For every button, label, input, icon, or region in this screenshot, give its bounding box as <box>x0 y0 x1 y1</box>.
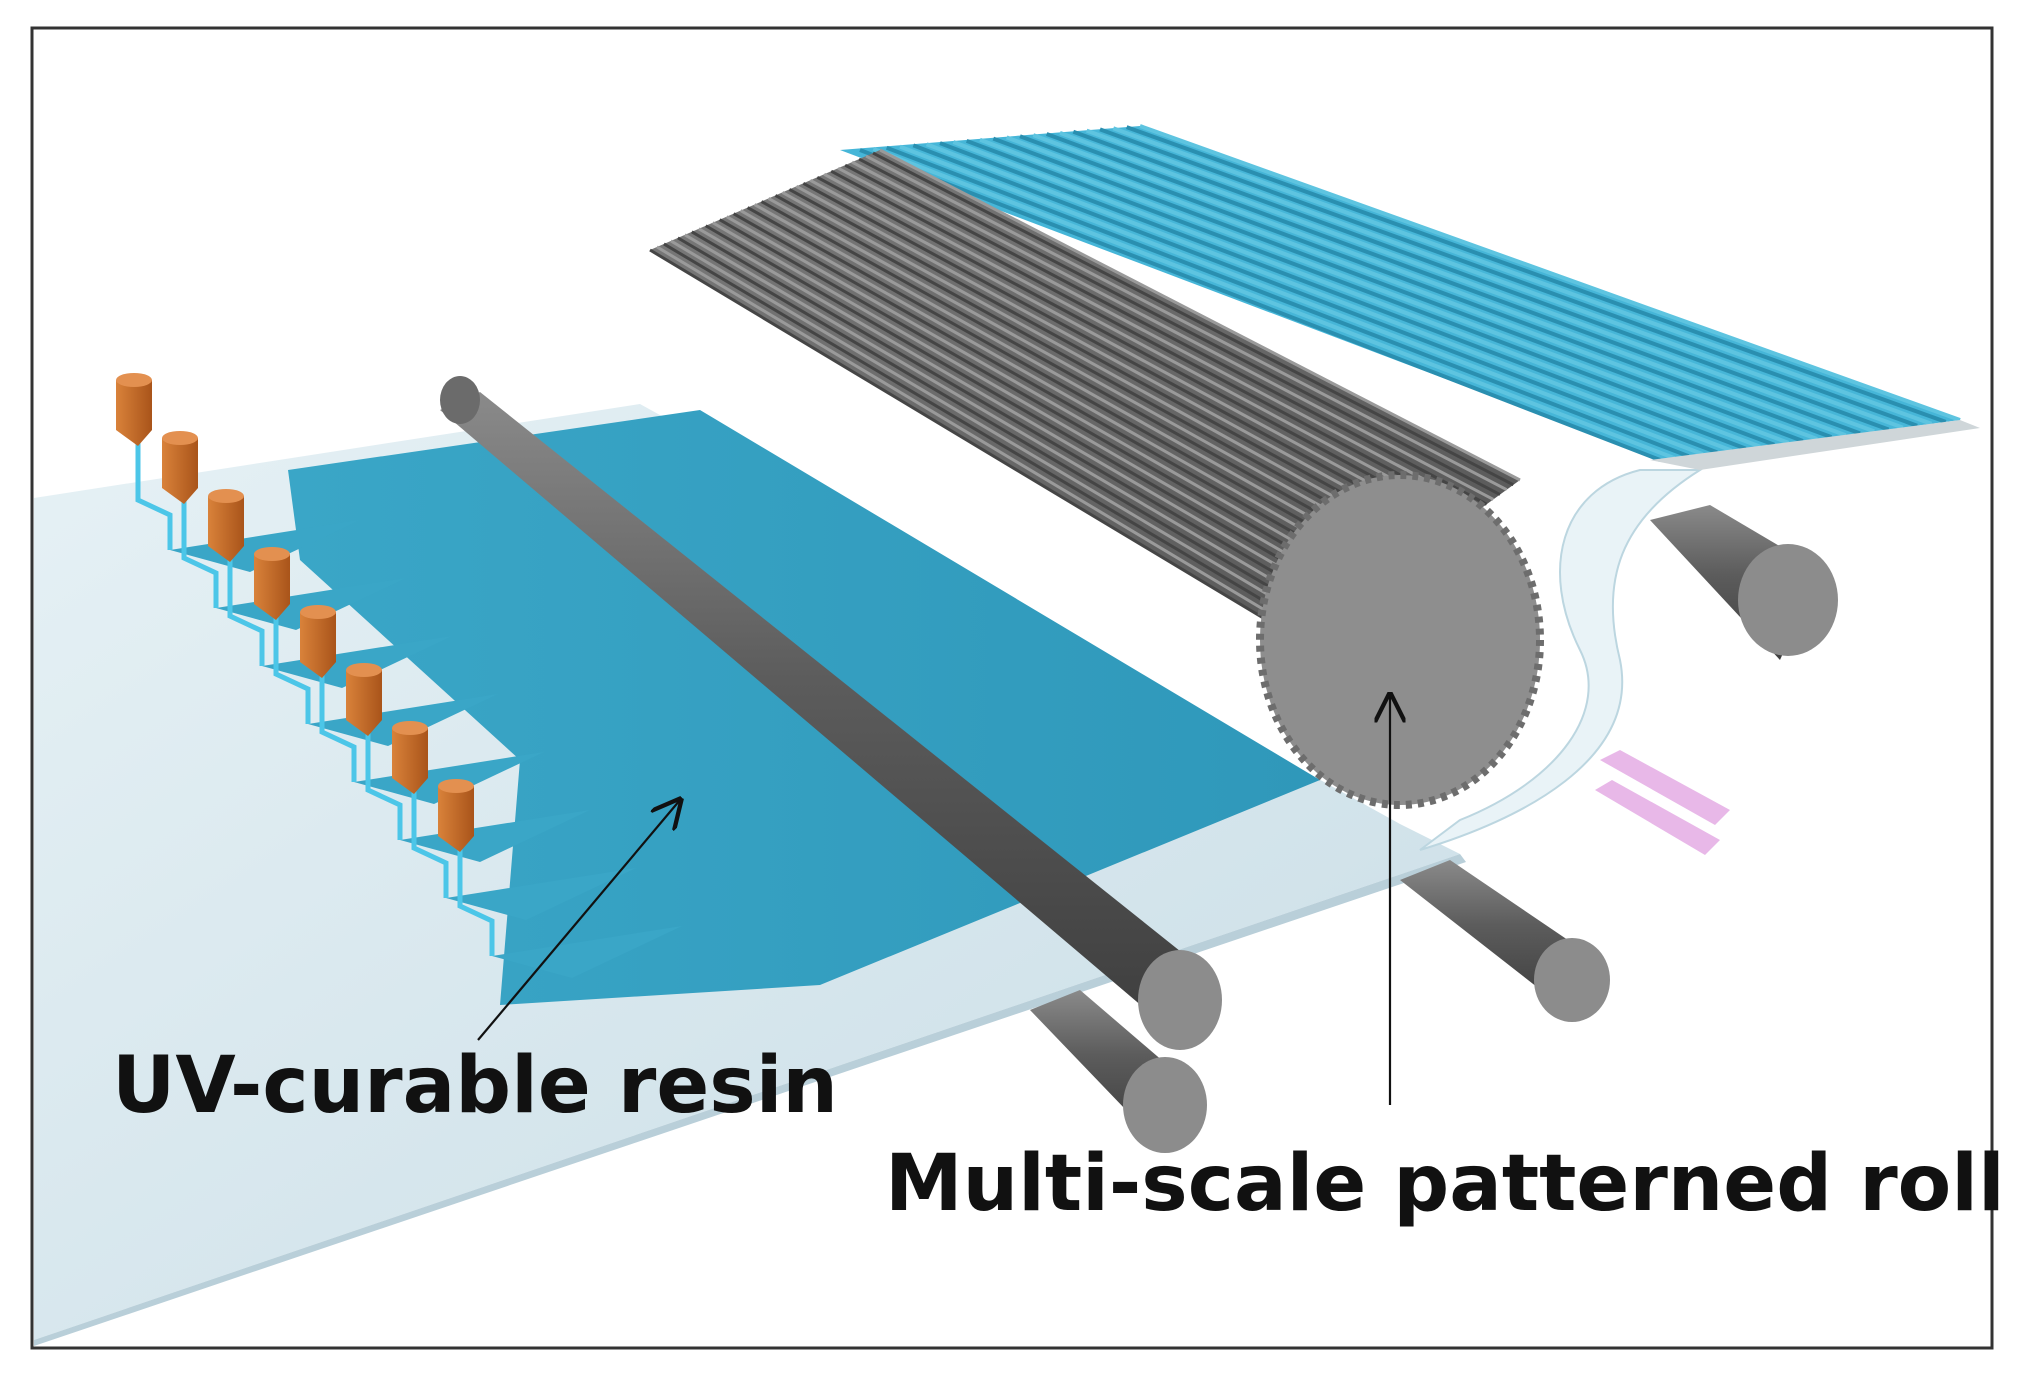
support-roller-front-low <box>1030 990 1207 1153</box>
roll-ridge <box>649 248 1301 642</box>
resin-nozzle <box>208 489 265 666</box>
film-stripe <box>1032 133 1847 438</box>
roll-ridge <box>732 212 1381 584</box>
resin-nozzle <box>346 663 403 840</box>
roll-ridge <box>823 172 1468 521</box>
roll-ridge <box>691 230 1341 613</box>
resin-nozzle <box>392 721 449 898</box>
film-stripe <box>912 143 1718 455</box>
roll-ridge <box>725 215 1375 588</box>
roll-ridges <box>649 148 1521 642</box>
resin-spike <box>400 810 590 862</box>
resin-spike <box>308 694 498 746</box>
roll-ridge <box>663 242 1315 632</box>
roll-ridge <box>711 221 1361 598</box>
uv-light <box>1595 750 1730 855</box>
resin-spike <box>216 578 406 630</box>
roll-ridge <box>865 154 1508 492</box>
resin-nozzle <box>116 373 173 550</box>
film-stripe <box>885 145 1690 459</box>
resin-spike <box>492 926 682 978</box>
roll-ridge <box>656 245 1308 637</box>
roll-ridge <box>705 224 1355 603</box>
film-stripe <box>952 140 1761 449</box>
resin-nozzle <box>254 547 311 724</box>
film-stripe <box>1085 128 1904 430</box>
film-stripe <box>899 144 1704 457</box>
roll-ridge <box>802 182 1448 535</box>
support-roller-mid <box>1400 860 1610 1022</box>
film-stripe <box>1099 127 1918 428</box>
roll-ridge <box>739 209 1388 579</box>
film-stripe <box>872 146 1676 460</box>
roll-ridge <box>746 206 1395 574</box>
resin-nozzle <box>162 431 219 608</box>
roll-ridge <box>830 169 1475 516</box>
film-stripe <box>1005 135 1818 441</box>
roll-ridge <box>781 191 1428 550</box>
roll-ridge <box>774 194 1421 555</box>
roll-ridge <box>767 197 1415 559</box>
resin-label: UV-curable resin <box>112 1041 838 1131</box>
film-stripe <box>1019 134 1833 440</box>
resin-spikes <box>170 520 682 978</box>
film-stripe <box>965 138 1775 447</box>
resin-spike <box>446 868 636 920</box>
film-stripe <box>1072 129 1890 432</box>
roll-ridge <box>851 160 1495 501</box>
film-stripe <box>925 142 1733 453</box>
roll-ridge <box>698 227 1348 608</box>
roll-ridge <box>718 218 1368 593</box>
roll-ridge <box>816 175 1461 525</box>
roll-ridge <box>809 178 1455 530</box>
patterned-roll <box>649 148 1544 809</box>
resin-nozzle <box>300 605 357 782</box>
film-stripe <box>939 141 1747 451</box>
film-flat-exit <box>1650 420 1980 470</box>
film-wrap-curve <box>1419 469 1704 851</box>
roll-ridge <box>670 239 1321 627</box>
roll-ridge <box>760 200 1408 564</box>
resin-nozzle <box>438 779 495 956</box>
resin-spike <box>262 636 452 688</box>
film-stripe <box>1139 124 1961 422</box>
film-stripe <box>1112 126 1933 426</box>
roll-label: Multi-scale patterned roll <box>885 1139 2005 1229</box>
guide-roller <box>440 376 1222 1050</box>
film-stripe <box>1125 125 1947 424</box>
roll-ridge <box>879 148 1521 482</box>
roll-ridge <box>753 203 1401 569</box>
roll-ridge <box>788 188 1435 545</box>
film-stripe <box>859 148 1661 462</box>
film-stripe <box>992 136 1804 443</box>
roll-ridge <box>872 151 1515 487</box>
roll-ridge <box>684 233 1335 618</box>
roll-ridge <box>795 185 1441 540</box>
roll-ridge <box>844 163 1488 506</box>
film-stripes <box>859 124 1961 462</box>
support-roller-back <box>1650 505 1838 660</box>
resin-spike <box>170 520 360 572</box>
roll-ridge <box>677 236 1328 622</box>
roll-ridge <box>858 157 1501 496</box>
resin-spike <box>354 752 544 804</box>
roll-end-face <box>1260 475 1540 805</box>
film-stripe <box>979 137 1790 445</box>
roll-ridge <box>837 166 1481 511</box>
film-stripe <box>1045 132 1861 436</box>
film-stripe <box>1059 130 1875 434</box>
resin-nozzles <box>116 373 495 956</box>
resin-arrow <box>477 800 680 1041</box>
